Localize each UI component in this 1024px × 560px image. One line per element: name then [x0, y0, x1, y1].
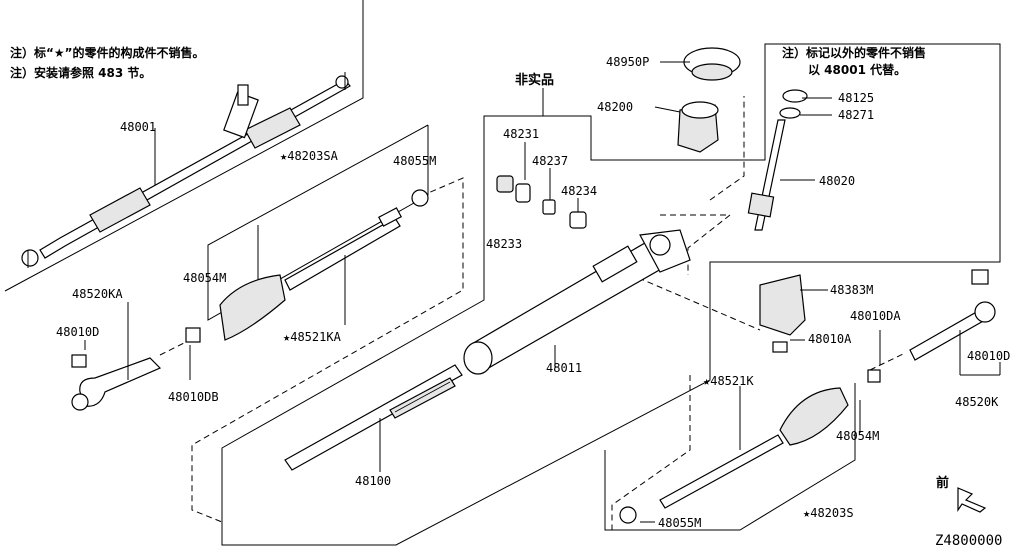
label-48234: 48234 [561, 184, 597, 198]
note-install-reference: 注）安装请参照 483 节。 [10, 65, 151, 80]
label-48203SA: ★48203SA [280, 149, 339, 163]
label-48010D-right: 48010D [967, 349, 1010, 363]
label-48055M-bottom: 48055M [658, 516, 701, 530]
label-48233: 48233 [486, 237, 522, 251]
label-48100: 48100 [355, 474, 391, 488]
dash-top-right [709, 96, 745, 201]
frame-top-left [4, 0, 364, 292]
non-real-part-label: 非实品 [515, 72, 554, 88]
dash-center [660, 214, 732, 275]
leader-lines [84, 61, 1001, 523]
dash-tie-rod-right [869, 352, 906, 371]
front-label: 前 [936, 475, 949, 491]
label-48203S: ★48203S [803, 506, 854, 520]
label-48521KA: ★48521KA [283, 330, 342, 344]
frame-48203SA [207, 124, 429, 321]
label-48010A: 48010A [808, 332, 852, 346]
label-48383M: 48383M [830, 283, 873, 297]
dust-seal-48950P [683, 47, 741, 81]
label-48055M-top: 48055M [393, 154, 436, 168]
label-48125: 48125 [838, 91, 874, 105]
tie-rod-end-right [867, 269, 996, 383]
label-48520KA: 48520KA [72, 287, 123, 301]
note-replace-by: 以 48001 代替。 [808, 62, 906, 77]
label-48520K: 48520K [955, 395, 999, 409]
insulator-48383M [759, 274, 806, 353]
small-parts-group [496, 142, 587, 229]
front-direction-arrow [957, 487, 987, 513]
label-48950P: 48950P [606, 55, 649, 69]
label-48010DB: 48010DB [168, 390, 219, 404]
steering-gear-assembly-48001 [21, 72, 351, 268]
label-48001: 48001 [120, 120, 156, 134]
dash-tie-rod-left [159, 339, 191, 356]
dash-bolt [619, 269, 761, 331]
label-48010DA: 48010DA [850, 309, 901, 323]
label-48010D-left: 48010D [56, 325, 99, 339]
rack-48100 [284, 364, 463, 472]
pinion-48020 [747, 89, 808, 231]
note-unmarked-not-sold: 注）标记以外的零件不销售 [782, 45, 926, 60]
label-48054M-left: 48054M [183, 271, 226, 285]
label-48237: 48237 [532, 154, 568, 168]
tie-rod-end-left [71, 327, 201, 411]
label-48011: 48011 [546, 361, 582, 375]
label-48200: 48200 [597, 100, 633, 114]
label-48231: 48231 [503, 127, 539, 141]
frame-48203S [604, 383, 856, 531]
dash-lower [611, 375, 691, 530]
label-48054M-right: 48054M [836, 429, 879, 443]
frame-main [221, 43, 1001, 546]
note-not-sold-starred: 注）标“★”的零件的构成件不销售。 [10, 45, 205, 60]
boot-rod-48203SA [219, 189, 429, 341]
diagram-id: Z4800000 [935, 533, 1002, 549]
boot-48200 [677, 101, 719, 153]
boot-rod-right [619, 387, 849, 524]
gear-housing-48011 [463, 229, 691, 375]
label-48521K: ★48521K [703, 374, 754, 388]
label-48020: 48020 [819, 174, 855, 188]
label-48271: 48271 [838, 108, 874, 122]
dash-left-rack [191, 177, 464, 523]
